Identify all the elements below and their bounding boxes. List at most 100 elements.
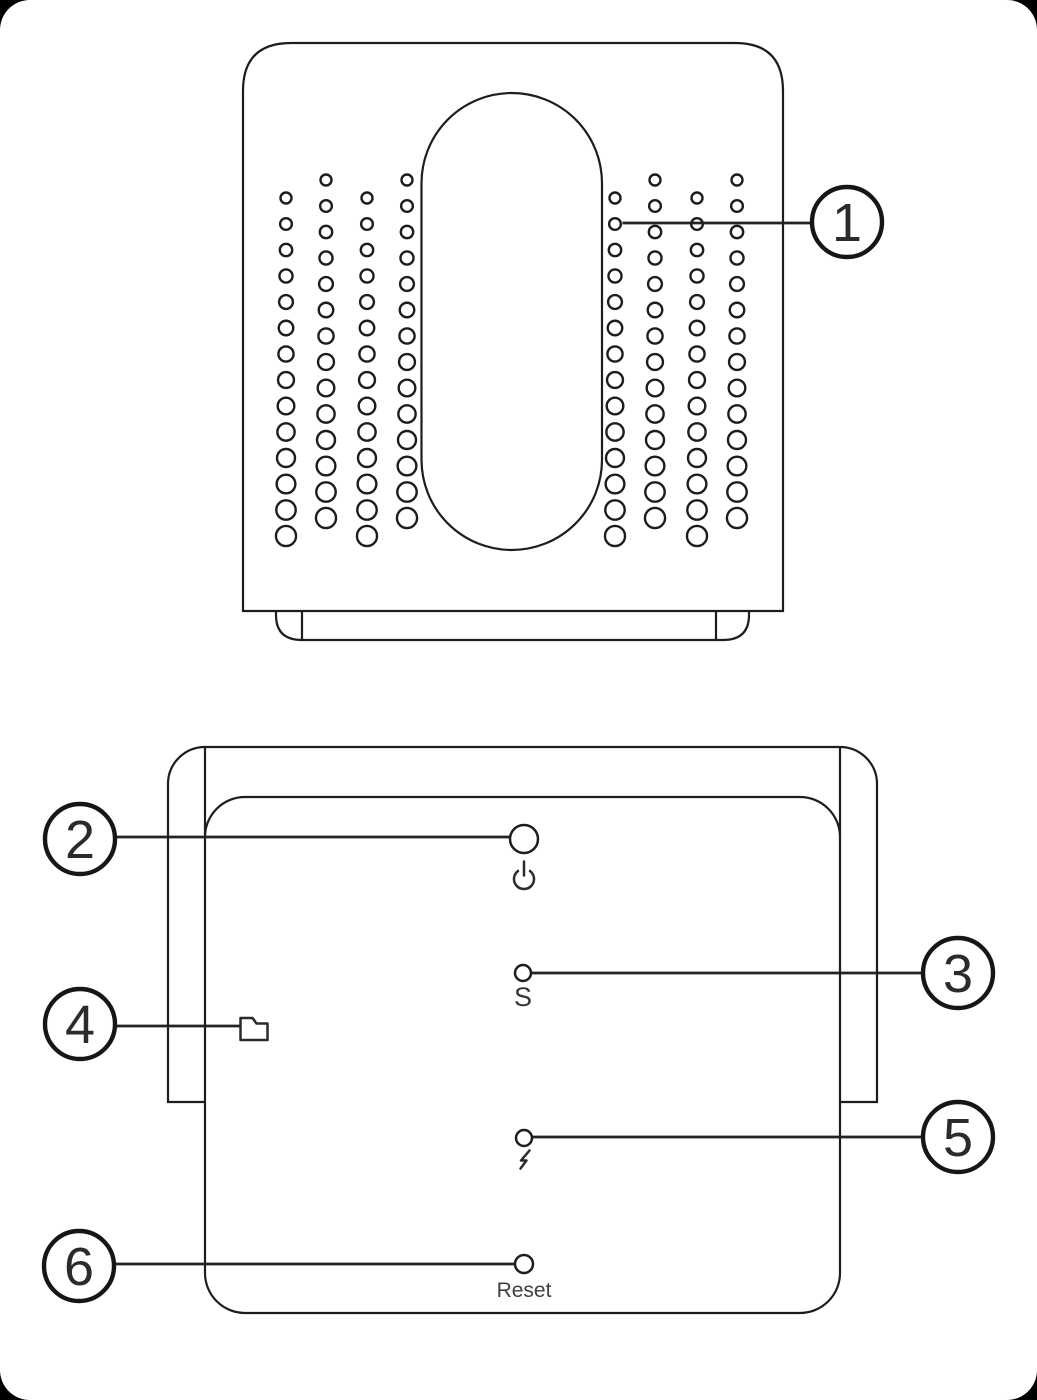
vent-hole <box>607 268 623 284</box>
vent-hole <box>604 473 626 495</box>
vent-hole <box>396 481 418 503</box>
vent-hole <box>686 447 708 469</box>
vent-hole <box>400 173 414 187</box>
vent-hole <box>728 301 746 319</box>
vent-hole <box>278 216 294 232</box>
vent-hole <box>355 524 379 548</box>
callout-3-badge: 3 <box>920 935 996 1011</box>
vent-hole <box>358 293 376 311</box>
vent-hole <box>399 198 415 214</box>
vent-hole <box>316 352 336 372</box>
vent-hole <box>726 481 748 503</box>
vent-hole <box>687 396 707 416</box>
callout-4-number: 4 <box>65 995 95 1055</box>
device-top-view: 1 <box>241 41 885 642</box>
vent-hole <box>725 506 749 530</box>
vent-hole <box>645 352 665 372</box>
vent-hole <box>644 455 666 477</box>
vent-hole <box>359 216 375 232</box>
vent-hole <box>276 396 296 416</box>
vent-hole <box>317 301 335 319</box>
callout-6-number: 6 <box>64 1237 94 1297</box>
vent-hole <box>356 473 378 495</box>
callout-1-circle <box>809 184 885 260</box>
vent-hole <box>396 455 418 477</box>
vent-hole <box>360 191 374 205</box>
vent-hole <box>726 429 748 451</box>
callout-3-circle <box>920 935 996 1011</box>
vent-hole <box>688 345 706 363</box>
vent-hole <box>276 422 296 442</box>
device-stand <box>274 611 751 642</box>
vent-hole <box>319 173 333 187</box>
vent-hole <box>277 345 295 363</box>
folder-icon <box>239 1016 269 1042</box>
vent-hole <box>728 275 746 293</box>
callout-6-circle <box>41 1228 117 1304</box>
vent-hole <box>606 319 624 337</box>
vent-hole <box>688 319 706 337</box>
vent-hole <box>688 293 706 311</box>
vent-hole <box>730 173 744 187</box>
vent-hole <box>359 268 375 284</box>
vent-holes <box>274 173 749 548</box>
vent-hole <box>644 429 666 451</box>
callout-6-badge: 6 <box>41 1228 117 1304</box>
callout-2-circle <box>42 801 118 877</box>
vent-hole <box>648 173 662 187</box>
vent-hole <box>318 224 334 240</box>
callout-4-circle <box>42 986 118 1062</box>
reset-button <box>513 1253 535 1275</box>
vent-hole <box>605 422 625 442</box>
vent-hole <box>607 216 623 232</box>
vent-hole <box>689 268 705 284</box>
vent-hole <box>604 447 626 469</box>
vent-hole <box>357 396 377 416</box>
vent-hole <box>689 242 705 258</box>
vent-hole <box>647 224 663 240</box>
vent-hole <box>399 224 415 240</box>
device-back-view: S Reset 2 3 <box>41 745 996 1315</box>
lightning-led <box>514 1128 534 1148</box>
vent-hole <box>275 447 297 469</box>
center-slot <box>420 91 604 552</box>
vent-hole <box>605 370 625 390</box>
callout-5-number: 5 <box>943 1108 973 1168</box>
vent-hole <box>727 378 747 398</box>
vent-hole <box>276 370 296 390</box>
vent-hole <box>358 345 376 363</box>
vent-hole <box>608 191 622 205</box>
vent-hole <box>603 524 627 548</box>
vent-hole <box>606 293 624 311</box>
callout-3-number: 3 <box>943 944 973 1004</box>
vent-hole <box>397 378 417 398</box>
vent-hole <box>397 352 417 372</box>
vent-hole <box>275 499 297 521</box>
vent-hole <box>315 455 337 477</box>
vent-hole <box>358 319 376 337</box>
vent-hole <box>316 404 336 424</box>
vent-hole <box>643 506 667 530</box>
vent-hole <box>278 242 294 258</box>
vent-hole <box>729 224 745 240</box>
vent-hole <box>686 473 708 495</box>
vent-hole <box>606 345 624 363</box>
vent-hole <box>646 301 664 319</box>
s-label: S <box>514 982 532 1012</box>
callout-5-circle <box>920 1099 996 1175</box>
callout-1-badge: 1 <box>809 184 885 260</box>
vent-hole <box>395 506 419 530</box>
vent-hole <box>605 396 625 416</box>
vent-hole <box>279 191 293 205</box>
reset-label: Reset <box>497 1279 552 1302</box>
vent-hole <box>647 198 663 214</box>
power-button <box>508 823 540 855</box>
vent-hole <box>685 524 709 548</box>
vent-hole <box>604 499 626 521</box>
vent-hole <box>318 250 334 266</box>
vent-hole <box>396 429 418 451</box>
vent-hole <box>317 327 335 345</box>
vent-hole <box>275 473 297 495</box>
vent-hole <box>690 191 704 205</box>
